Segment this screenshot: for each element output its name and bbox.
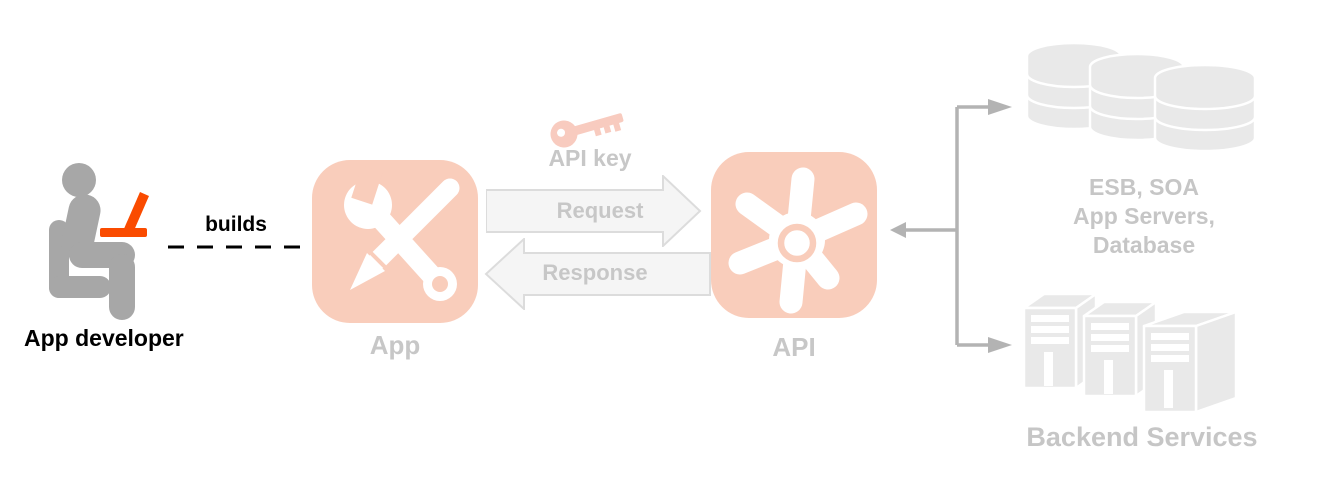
api-icon (711, 152, 877, 318)
app-icon (312, 160, 478, 323)
wrench-pencil-icon (344, 165, 460, 301)
esb-soa-label: ESB, SOA App Servers, Database (1038, 173, 1250, 260)
server-towers-icon (1022, 292, 1238, 414)
builds-label: builds (205, 213, 267, 236)
request-label: Request (556, 198, 644, 223)
key-icon (550, 113, 624, 148)
request-arrow (486, 175, 702, 247)
api-key-label: API key (548, 145, 632, 171)
laptop-base (100, 228, 147, 237)
person-at-laptop-icon (49, 163, 149, 320)
app-label: App (369, 330, 421, 360)
database-stack-icon (1025, 41, 1257, 153)
esb-line-2: App Servers, (1073, 203, 1215, 229)
app-developer-label: App developer (24, 325, 184, 351)
response-arrow (484, 238, 711, 310)
backend-services-label: Backend Services (1026, 422, 1258, 452)
esb-line-3: Database (1092, 232, 1196, 258)
laptop-screen (123, 192, 149, 235)
response-label: Response (542, 260, 648, 285)
impeller-gear-icon (728, 167, 868, 314)
api-label: API (772, 332, 816, 362)
backend-connector-arrows (890, 99, 1012, 353)
esb-line-1: ESB, SOA (1089, 174, 1199, 200)
builds-dashed-line (168, 245, 304, 249)
